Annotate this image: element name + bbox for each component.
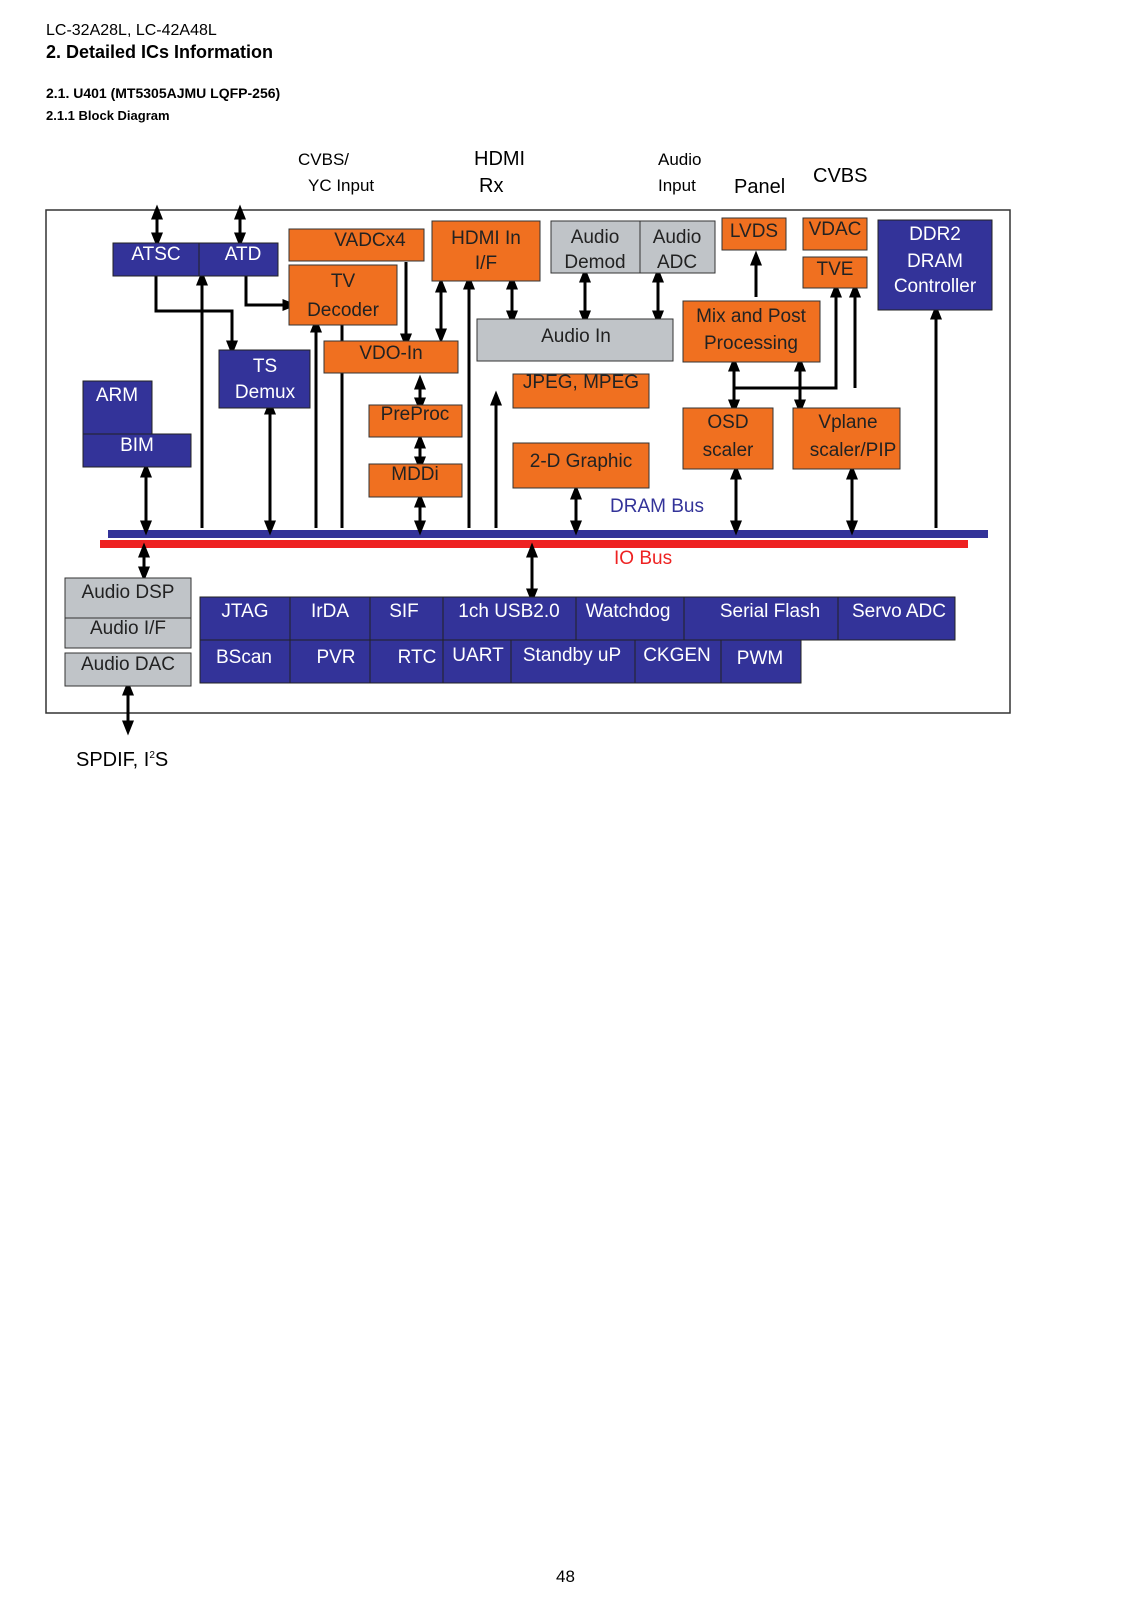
block-usb: 1ch USB2.0: [458, 601, 559, 622]
block-atsc: ATSC: [131, 244, 180, 265]
block-mix-post: Mix and Post: [696, 306, 807, 327]
section-title: 2. Detailed ICs Information: [46, 42, 274, 62]
block-tve: TVE: [817, 259, 854, 280]
block-audio-adc: Audio: [653, 227, 702, 248]
block-tv-decoder: TV: [331, 271, 356, 292]
block-osd: OSD: [707, 412, 748, 433]
block-osd-scaler: scaler: [703, 440, 754, 461]
block-standby: Standby uP: [523, 645, 621, 666]
io-bus-label: IO Bus: [614, 548, 672, 569]
block-arm: ARM: [96, 385, 138, 406]
block-vdac: VDAC: [809, 219, 862, 240]
block-audio-dac: Audio DAC: [81, 654, 175, 675]
block-vadc: VADCx4: [334, 230, 406, 251]
block-audio-in: Audio In: [541, 326, 611, 347]
block-audio-dsp: Audio DSP: [82, 582, 175, 603]
label-spdif: SPDIF, I2S: [76, 749, 168, 771]
block-processing: Processing: [704, 333, 798, 354]
label-cvbs-yc: CVBS/: [298, 150, 349, 169]
label-hdmi-rx: Rx: [479, 175, 503, 197]
block-vdo-in: VDO-In: [359, 343, 422, 364]
block-ts: TS: [253, 356, 277, 377]
block-diagram: CVBS/ YC Input HDMI Rx Audio Input Panel…: [45, 148, 1011, 771]
block-jtag: JTAG: [221, 601, 268, 622]
document-model: LC-32A28L, LC-42A48L: [46, 22, 217, 39]
block-audio-if: Audio I/F: [90, 618, 166, 639]
block-tv-decoder-2: Decoder: [307, 300, 379, 321]
block-serial-flash: Serial Flash: [720, 601, 820, 622]
label-audio: Audio: [658, 150, 701, 169]
block-vplane: Vplane: [818, 412, 877, 433]
io-bus: [100, 540, 968, 548]
block-rtc: RTC: [398, 647, 437, 668]
subsection-title: 2.1. U401 (MT5305AJMU LQFP-256): [46, 85, 281, 101]
block-pvr: PVR: [316, 647, 355, 668]
block-ddr2-controller: Controller: [894, 276, 977, 297]
block-atd: ATD: [225, 244, 262, 265]
block-audio-demod-2: Demod: [564, 252, 625, 273]
dram-bus: [108, 530, 988, 538]
block-demux: Demux: [235, 382, 296, 403]
block-ckgen: CKGEN: [643, 645, 711, 666]
block-2d-graphic: 2-D Graphic: [530, 451, 632, 472]
block-irda: IrDA: [311, 601, 349, 622]
block-hdmi-if: I/F: [475, 253, 497, 274]
dram-bus-label: DRAM Bus: [610, 496, 704, 517]
block-preproc: PreProc: [381, 404, 450, 425]
chip-outline: [45, 209, 1011, 714]
label-yc-input: YC Input: [308, 176, 374, 195]
block-vplane-scaler: scaler/PIP: [810, 440, 897, 461]
label-audio-input: Input: [658, 176, 696, 195]
label-hdmi: HDMI: [474, 148, 525, 170]
block-uart: UART: [452, 645, 504, 666]
page-number: 48: [556, 1567, 575, 1586]
block-mddi: MDDi: [391, 464, 439, 485]
block-audio-adc-2: ADC: [657, 252, 697, 273]
label-panel: Panel: [734, 176, 785, 198]
block-audio-demod: Audio: [571, 227, 620, 248]
block-servo-adc: Servo ADC: [852, 601, 946, 622]
block-lvds: LVDS: [730, 221, 778, 242]
block-jpeg-mpeg: JPEG, MPEG: [523, 372, 639, 393]
block-bim: BIM: [120, 435, 154, 456]
block-bscan: BScan: [216, 647, 272, 668]
block-watchdog: Watchdog: [586, 601, 671, 622]
subsubsection-title: 2.1.1 Block Diagram: [46, 108, 170, 123]
label-cvbs: CVBS: [813, 165, 867, 187]
block-sif: SIF: [389, 601, 419, 622]
block-hdmi-in: HDMI In: [451, 228, 521, 249]
block-pwm: PWM: [737, 648, 783, 669]
block-ddr2: DDR2: [909, 224, 961, 245]
block-ddr2-dram: DRAM: [907, 251, 963, 272]
